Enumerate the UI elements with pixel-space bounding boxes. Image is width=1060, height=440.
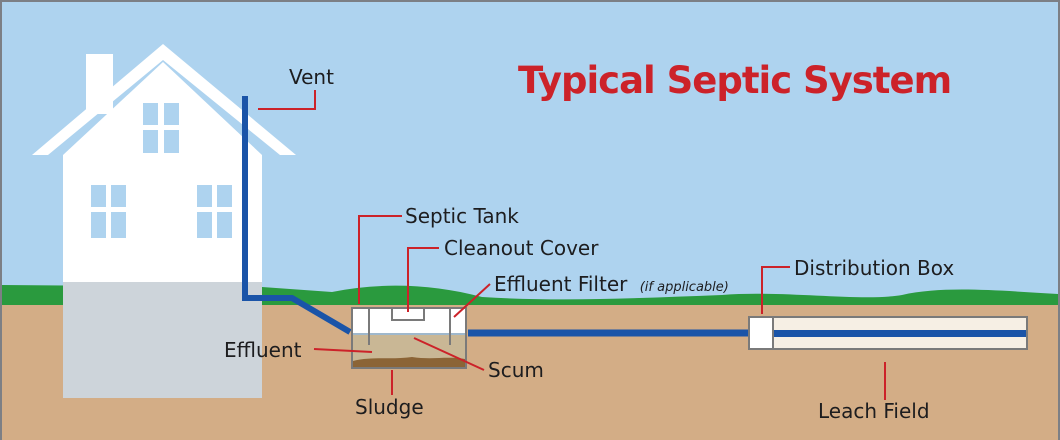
label-cleanout-cover: Cleanout Cover [444,236,599,260]
label-effluent: Effluent [224,338,302,362]
label-leach-field: Leach Field [818,399,930,423]
label-sludge: Sludge [355,395,424,419]
effluent-layer [353,333,465,361]
window [197,185,232,238]
septic-tank [351,307,467,369]
sludge-layer [353,357,465,367]
vent-leader [258,90,316,110]
label-scum: Scum [488,358,544,382]
effluent-filter-note: (if applicable) [640,280,729,295]
label-vent: Vent [289,65,334,89]
label-effluent-filter: Effluent Filter (if applicable) [494,272,729,296]
effluent-filter-text: Effluent Filter [494,272,628,296]
leach-field [772,316,1028,350]
label-septic-tank: Septic Tank [405,204,519,228]
house-drain-pipe [242,96,352,335]
basement [63,282,262,398]
distribution-box [748,316,774,350]
window [143,103,179,153]
cleanout-leader [407,247,439,312]
septic-tank-leader [358,215,402,304]
leader-lines [258,90,886,400]
effluent-leader [313,348,373,353]
label-distribution-box: Distribution Box [794,256,954,280]
scum-leader [413,337,485,371]
roof [32,44,296,155]
diagram-title: Typical Septic System [518,59,951,102]
distribution-leader [761,266,790,314]
window [91,185,126,238]
house [32,44,296,398]
effluent-filter-leader [453,283,491,318]
